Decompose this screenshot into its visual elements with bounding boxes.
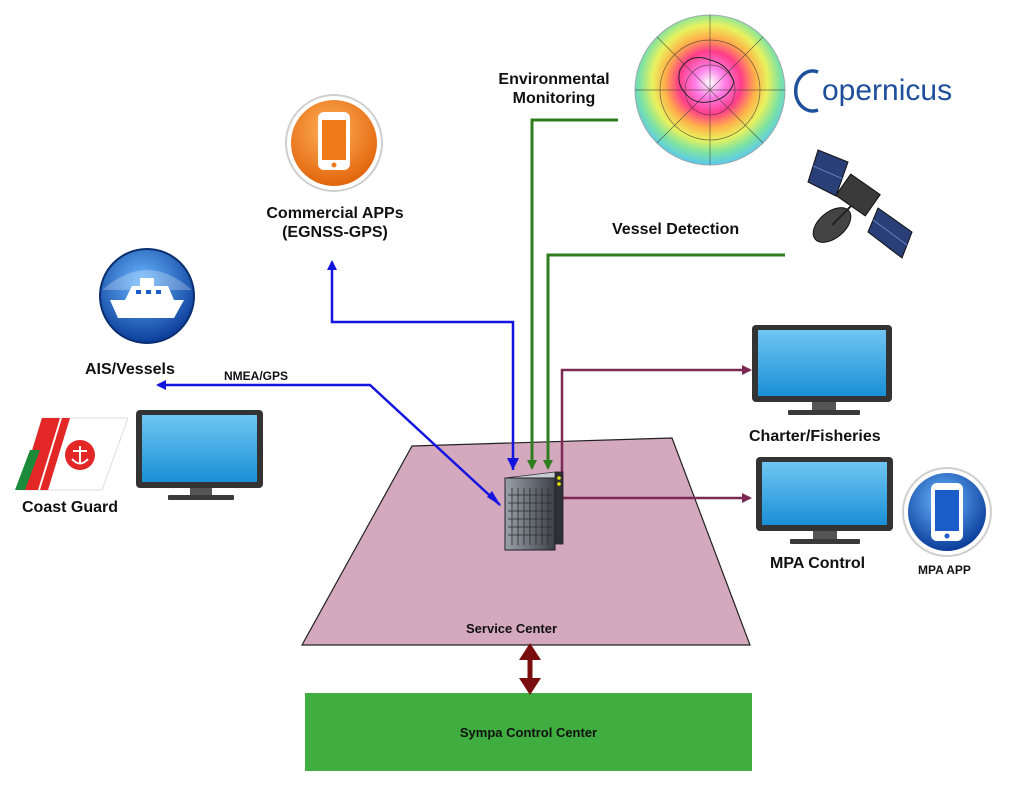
ship-icon[interactable] (99, 248, 195, 344)
copernicus-logo (794, 69, 819, 113)
coast-guard-flag (15, 417, 129, 491)
mpa-control-label: MPA Control (770, 555, 866, 572)
monitor-icon-charter-fisheries[interactable] (752, 325, 892, 415)
mpa-app-label: MPA APP (918, 563, 971, 577)
commercial-apps-label: Commercial APPs (EGNSS-GPS) (250, 204, 420, 242)
sympa-control-center-label: Sympa Control Center (459, 725, 598, 740)
coast-guard-label: Coast Guard (22, 499, 119, 516)
commercial-apps-link (327, 260, 515, 470)
monitor-icon-mpa-control[interactable] (756, 457, 893, 544)
environmental-monitoring-link (527, 118, 618, 470)
service-center-label: Service Center (466, 621, 558, 636)
charter-fisheries-label: Charter/Fisheries (749, 428, 881, 445)
earth-ozone-map (634, 14, 786, 166)
environmental-monitoring-line1: Environmental (498, 71, 610, 88)
commercial-apps-line2: (EGNSS-GPS) (282, 224, 388, 241)
nmea-gps-label: NMEA/GPS (224, 369, 289, 383)
environmental-monitoring-line2: Monitoring (512, 90, 596, 107)
commercial-apps-line1: Commercial APPs (266, 205, 404, 222)
environmental-monitoring-label: Environmental Monitoring (480, 70, 628, 108)
smartphone-app-icon[interactable] (285, 94, 383, 192)
charter-fisheries-link (560, 365, 752, 480)
monitor-icon-coast-guard[interactable] (136, 410, 263, 500)
ais-vessels-label: AIS/Vessels (85, 361, 175, 378)
sympa-control-center-box[interactable] (305, 693, 752, 771)
nmea-arrow-to-server (487, 491, 501, 506)
commercial-arrow-to-server (507, 458, 519, 470)
copernicus-label: opernicus (822, 74, 953, 107)
satellite-icon (807, 149, 913, 259)
server-icon[interactable] (504, 471, 564, 551)
nmea-gps-link (156, 380, 501, 506)
mobile-app-icon[interactable] (902, 467, 992, 557)
vessel-detection-link (543, 253, 785, 470)
bidirectional-link (519, 643, 541, 695)
vessel-detection-label: Vessel Detection (612, 221, 740, 238)
